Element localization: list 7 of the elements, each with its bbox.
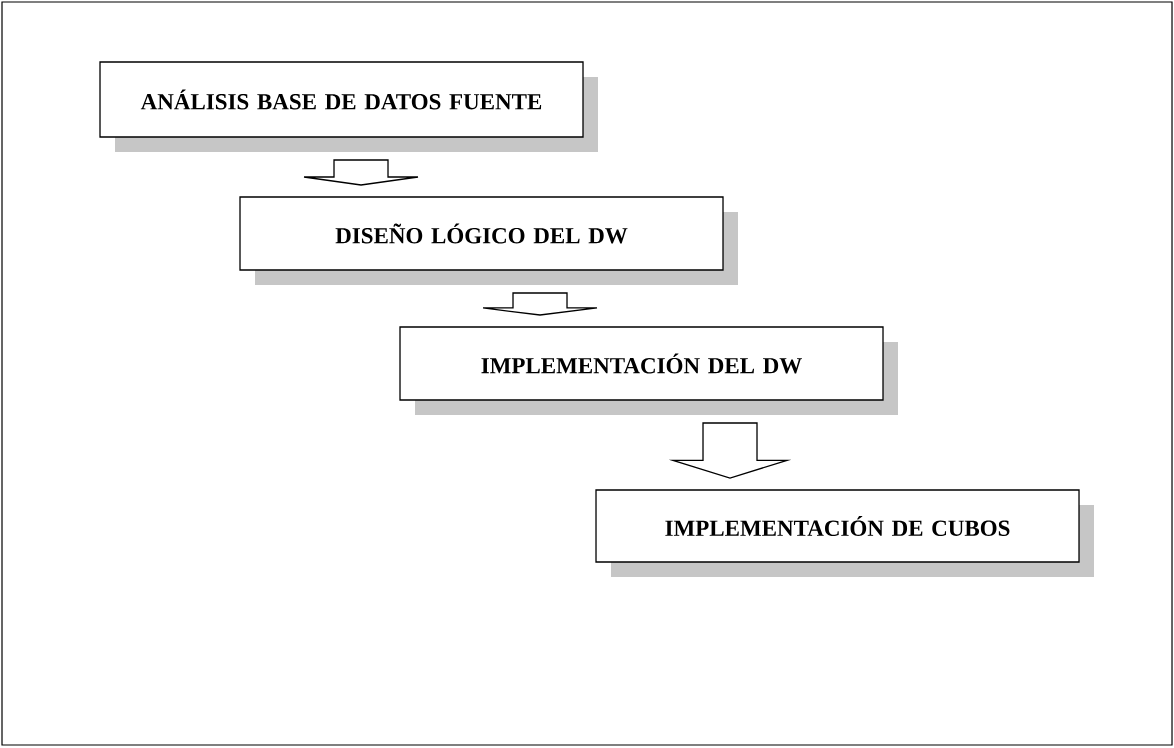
- block-arrow: [303, 159, 419, 186]
- block-arrow: [482, 292, 598, 316]
- process-box: DISEÑO LÓGICO DEL DW: [239, 196, 738, 285]
- process-box: IMPLEMENTACIÓN DE CUBOS: [595, 489, 1094, 577]
- process-box: ANÁLISIS BASE DE DATOS FUENTE: [99, 61, 598, 152]
- process-box: IMPLEMENTACIÓN DEL DW: [399, 326, 898, 415]
- block-arrow: [668, 422, 792, 479]
